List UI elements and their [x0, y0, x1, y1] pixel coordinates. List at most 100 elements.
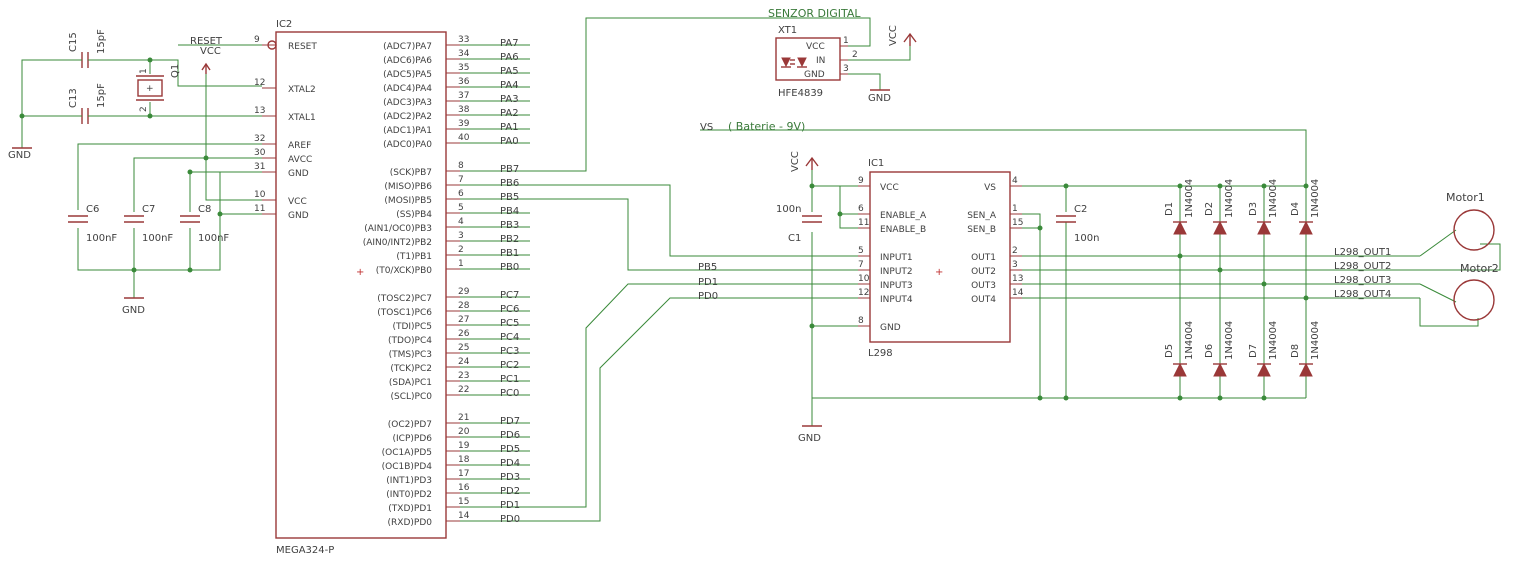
ic2-net-label: PB5 — [500, 192, 519, 203]
ic2-pin-num: 38 — [458, 105, 470, 115]
ic2-net-label: PA1 — [500, 122, 519, 133]
ic2-pin-num: 12 — [254, 78, 265, 88]
sensor-name: XT1 — [778, 25, 797, 36]
ic2-net-label: PB6 — [500, 178, 519, 189]
ic2-pin-name: AVCC — [288, 155, 312, 165]
crystal-mark: + — [146, 84, 154, 94]
ic1-pin-name: INPUT2 — [880, 267, 913, 277]
ic2-pin-num: 26 — [458, 329, 470, 339]
crystal-q1: + Q1 1 2 — [136, 64, 181, 112]
c6-value: 100nF — [86, 233, 117, 244]
sensor-pin1-num: 1 — [843, 36, 849, 46]
supply-symbols: VCC RESET GND GND GND VCC VCC GND VS ( B… — [8, 25, 917, 444]
vcc-arrow-icon — [903, 32, 917, 46]
ic2-net-label: PC5 — [500, 318, 519, 329]
ic2-net-label: PA2 — [500, 108, 519, 119]
ic2-origin-mark: + — [356, 267, 364, 278]
capacitor-c8: C8 100nF — [180, 204, 229, 244]
gnd-label-2: GND — [122, 305, 145, 316]
diode-name: D2 — [1204, 202, 1215, 216]
ic2-pin-name: RESET — [288, 42, 317, 52]
ic2-net-label: PD2 — [500, 486, 520, 497]
ic2-net-label: PC3 — [500, 346, 519, 357]
ic2-pin-name: (ADC5)PA5 — [383, 70, 432, 80]
ic1-pin-num: 9 — [858, 176, 864, 186]
net-label-out3: L298_OUT3 — [1334, 275, 1391, 286]
ic2-pin-name: (TOSC1)PC6 — [377, 308, 432, 318]
ic1-pin-name: SEN_B — [967, 225, 996, 235]
ic1-pin-num: 6 — [858, 204, 864, 214]
ic2-pin-name: (TOSC2)PC7 — [377, 294, 432, 304]
motor-1: Motor1 — [1446, 191, 1495, 251]
ic1-pin-name: INPUT4 — [880, 295, 913, 305]
diode-value: 1N4004 — [1268, 179, 1279, 218]
vcc-arrow-icon — [201, 62, 211, 74]
ic2-net-label: PD3 — [500, 472, 520, 483]
ic2-net-label: PA7 — [500, 38, 519, 49]
ic2-name: IC2 — [276, 19, 292, 30]
ic2-pin-num: 17 — [458, 469, 469, 479]
ic2-pin-num: 13 — [254, 106, 265, 116]
ic2-pin-name: (OC1A)PD5 — [382, 448, 432, 458]
ic2-pin-num: 10 — [254, 190, 266, 200]
vs-note: ( Baterie - 9V) — [728, 120, 805, 133]
ic2-pin-name: (OC2)PD7 — [388, 420, 432, 430]
ic2-pin-name: VCC — [288, 197, 307, 207]
diode-name: D5 — [1164, 344, 1175, 358]
diode-value: 1N4004 — [1184, 321, 1195, 360]
ic1-pin-name: VS — [984, 183, 996, 193]
ic2-pin-name: (INT0)PD2 — [386, 490, 432, 500]
ic1-pin-num: 1 — [1012, 204, 1018, 214]
ic2-pin-num: 37 — [458, 91, 469, 101]
capacitor-c6: C6 100nF — [68, 204, 117, 244]
ic2-net-label: PB7 — [500, 164, 519, 175]
diode-value: 1N4004 — [1310, 179, 1321, 218]
ic2-net-label: PB0 — [500, 262, 519, 273]
ic1-pin-name: ENABLE_A — [880, 211, 927, 221]
ic1-left-pins: 9VCC6ENABLE_A11ENABLE_B5INPUT17INPUT210I… — [858, 176, 927, 333]
net-label-out4: L298_OUT4 — [1334, 289, 1391, 300]
ic2-net-label: PB1 — [500, 248, 519, 259]
ic1-name: IC1 — [868, 158, 884, 169]
ic2-net-label: PD5 — [500, 444, 520, 455]
ic2-pin-num: 34 — [458, 49, 470, 59]
ic2-net-label: PA5 — [500, 66, 519, 77]
ic1-pin-num: 4 — [1012, 176, 1018, 186]
ic1-pin-name: SEN_A — [967, 211, 997, 221]
vcc-label-sensor: VCC — [888, 25, 899, 46]
ic2-pin-num: 27 — [458, 315, 469, 325]
ic2-pin-num: 28 — [458, 301, 470, 311]
ic2-pin-num: 22 — [458, 385, 469, 395]
ic2-pin-num: 19 — [458, 441, 470, 451]
sensor-xt1: SENZOR DIGITAL XT1 VCC IN GND 1 2 3 HFE4… — [768, 7, 861, 99]
ic1-pin-name: GND — [880, 323, 901, 333]
ic2-pin-num: 16 — [458, 483, 470, 493]
c15-name: C15 — [68, 32, 79, 52]
ic2-net-label: PC6 — [500, 304, 519, 315]
c2-name: C2 — [1074, 204, 1087, 215]
crystal-name: Q1 — [170, 64, 181, 78]
ic2-pin-name: (T1)PB1 — [396, 252, 432, 262]
ic2-pin-num: 9 — [254, 35, 260, 45]
gnd-label-1: GND — [8, 150, 31, 161]
ic1-pin-num: 11 — [858, 218, 869, 228]
ic1-pin-num: 2 — [1012, 246, 1018, 256]
wires — [21, 17, 1501, 522]
sensor-title: SENZOR DIGITAL — [768, 7, 861, 20]
ic2-pin-name: (SS)PB4 — [396, 210, 432, 220]
gnd-label-3: GND — [868, 93, 891, 104]
ic1-chip: IC1 L298 9VCC6ENABLE_A11ENABLE_B5INPUT17… — [858, 158, 1024, 359]
ic2-pin-name: (TMS)PC3 — [389, 350, 432, 360]
diode-d5: D5 1N4004 — [1164, 321, 1195, 377]
ic2-pin-name: (ADC7)PA7 — [383, 42, 432, 52]
sensor-pin-in: IN — [816, 56, 825, 66]
ic1-pin-name: OUT4 — [971, 295, 996, 305]
net-label-pd0: PD0 — [698, 291, 718, 302]
ic2-net-label: PC1 — [500, 374, 519, 385]
